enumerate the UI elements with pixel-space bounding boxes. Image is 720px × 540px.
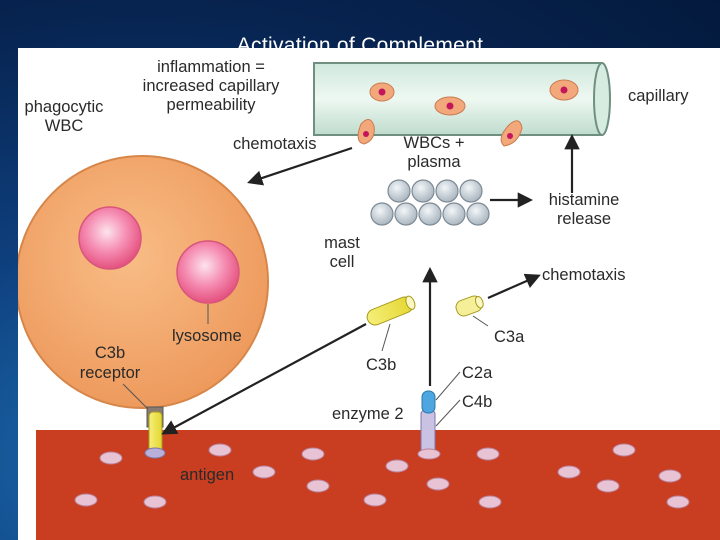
label-c3a: C3a xyxy=(494,328,525,346)
c3b-anchor xyxy=(144,447,166,459)
mast-cell xyxy=(370,179,490,226)
label-mast-2: cell xyxy=(330,253,355,271)
c2a-fragment xyxy=(421,390,436,414)
label-mast-1: mast xyxy=(324,234,360,252)
emigrating-wbc xyxy=(500,120,523,147)
label-capillary: capillary xyxy=(628,87,689,105)
label-c4b: C4b xyxy=(462,393,492,411)
c2a-leader xyxy=(435,371,461,401)
c3a-chemotaxis-arrow xyxy=(487,273,541,300)
label-chemotaxis-mid: chemotaxis xyxy=(542,266,625,284)
receptor-leader xyxy=(122,383,149,410)
diagram-panel: inflammation = increased capillary perme… xyxy=(18,48,720,540)
capillary-tube xyxy=(313,62,611,147)
free-c3b-fragment xyxy=(366,295,416,326)
label-c3b-receptor-2: receptor xyxy=(80,364,141,382)
label-chemotaxis-top: chemotaxis xyxy=(233,135,316,153)
label-phagocytic-1: phagocytic xyxy=(25,98,104,116)
label-lysosome: lysosome xyxy=(172,327,242,345)
label-inflammation-1: inflammation = xyxy=(157,58,265,76)
c3a-leader xyxy=(472,315,489,327)
label-c2a: C2a xyxy=(462,364,493,382)
capillary-wbc xyxy=(434,96,466,116)
enzyme-anchor xyxy=(417,448,441,460)
capillary-wbc xyxy=(369,82,395,102)
label-wbcs-2: plasma xyxy=(407,153,461,171)
label-inflammation-2: increased capillary xyxy=(143,77,280,95)
antigen-granules xyxy=(74,443,690,509)
c4b-fragment xyxy=(420,409,436,454)
label-inflammation-3: permeability xyxy=(167,96,257,114)
emigrating-wbc xyxy=(357,119,375,145)
c3b-binding-arrow xyxy=(161,323,367,435)
label-c3b-receptor-1: C3b xyxy=(95,344,125,362)
label-c3b: C3b xyxy=(366,356,396,374)
lysosome-2 xyxy=(176,240,240,304)
chemotaxis-arrow-to-wbc xyxy=(247,146,353,186)
label-histamine-2: release xyxy=(557,210,611,228)
label-antigen: antigen xyxy=(180,466,234,484)
c4b-leader xyxy=(435,399,461,427)
c3a-fragment xyxy=(455,295,484,317)
label-wbcs-1: WBCs + xyxy=(404,134,465,152)
label-phagocytic-2: WBC xyxy=(45,117,84,135)
label-enzyme2: enzyme 2 xyxy=(332,405,404,423)
phagocytic-wbc-cell xyxy=(18,155,269,409)
lysosome-1 xyxy=(78,206,142,270)
label-histamine-1: histamine xyxy=(549,191,620,209)
bound-c3b xyxy=(148,411,163,453)
capillary-wbc xyxy=(549,79,579,101)
complement-diagram: inflammation = increased capillary perme… xyxy=(18,58,720,540)
c3b-leader xyxy=(381,323,391,352)
